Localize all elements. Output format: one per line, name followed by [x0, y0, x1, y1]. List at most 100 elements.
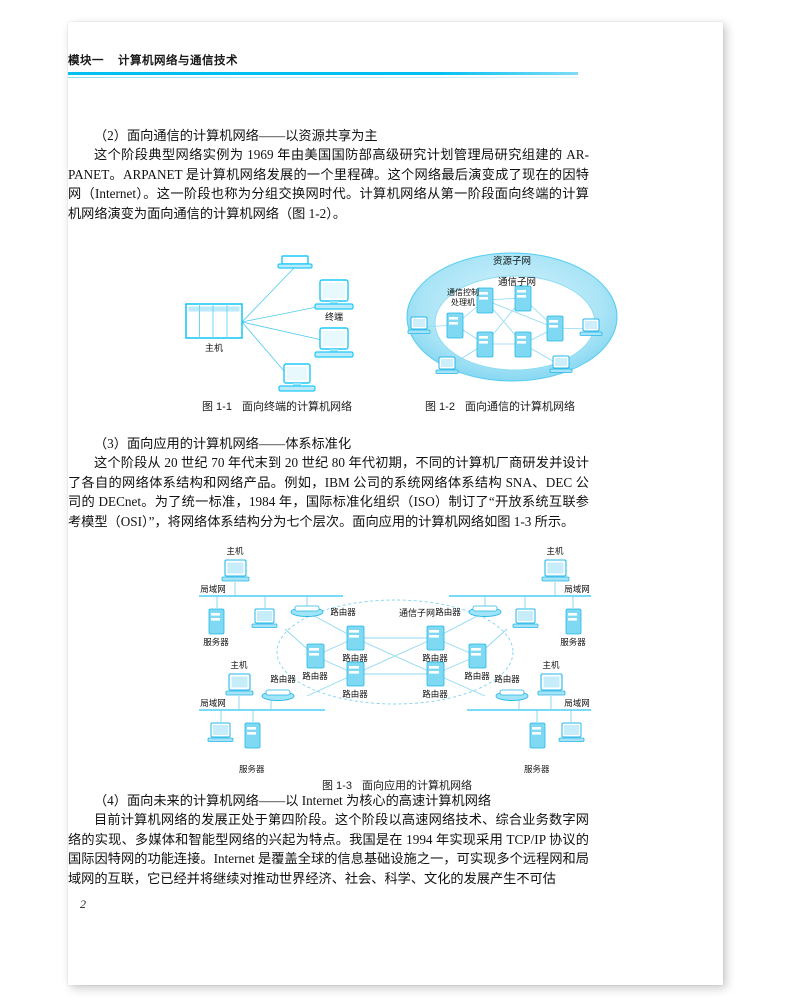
server-label: 服务器 [203, 637, 229, 647]
router-label: 路由器 [302, 671, 328, 681]
router-icon [261, 689, 295, 701]
server-label-bottom-right: 服务器 [524, 764, 550, 774]
host-terminal-icon [435, 356, 459, 374]
fig1-1-links [241, 267, 323, 379]
pc-icon [251, 608, 278, 628]
host-icon [185, 303, 243, 339]
router-icon [495, 689, 529, 701]
pc-icon [207, 722, 234, 742]
host-label: 主机 [205, 342, 223, 353]
section-4-heading: （4）面向未来的计算机网络——以 Internet 为核心的高速计算机网络 [94, 793, 492, 808]
page-number: 2 [80, 897, 86, 911]
section-2-body: 这个阶段典型网络实例为 1969 年由美国国防部高级研究计划管理局研究组建的 A… [68, 147, 589, 221]
core-router-icon [426, 661, 445, 687]
caption-1-3-number: 图 1-3 [322, 780, 352, 792]
host-icon [541, 559, 570, 582]
server-icon [565, 608, 582, 635]
terminal-icon [278, 363, 316, 392]
server-icon [529, 722, 546, 749]
processor-icon [476, 331, 494, 358]
host-label: 主机 [546, 546, 564, 556]
terminal-icon [277, 255, 313, 269]
server-label: 服务器 [560, 637, 586, 647]
host-icon [225, 673, 254, 696]
header-rule-secondary [68, 76, 578, 78]
router-label: 路由器 [494, 674, 520, 684]
server-label-bottom-left: 服务器 [239, 764, 265, 774]
caption-figure-1-1: 图 1-1 面向终端的计算机网络 [202, 398, 352, 414]
router-label: 路由器 [422, 653, 448, 663]
communication-subnet-label: 通信子网 [498, 276, 536, 288]
core-router-icon [426, 625, 445, 651]
section-4: （4）面向未来的计算机网络——以 Internet 为核心的高速计算机网络 目前… [68, 791, 589, 888]
router-label: 路由器 [330, 607, 356, 617]
subnet-label: 通信子网 [399, 607, 435, 618]
header-title: 计算机网络与通信技术 [118, 55, 238, 67]
host-terminal-icon [549, 355, 573, 373]
lan-label: 局域网 [564, 584, 590, 594]
processor-icon [446, 312, 464, 339]
processor-icon [514, 285, 532, 312]
router-label: 路由器 [422, 689, 448, 699]
processor-label-line2: 处理机 [451, 297, 475, 307]
core-router-icon [306, 643, 325, 669]
lan-label: 局域网 [200, 584, 226, 594]
lan-label: 局域网 [200, 698, 226, 708]
figure-1-2: 资源子网 通信子网 [405, 243, 620, 395]
pc-icon [558, 722, 585, 742]
host-icon [221, 559, 250, 582]
figure-1-3: 通信子网 [195, 534, 595, 749]
lan-bottom-right: 局域网 主机 路由器 [467, 660, 591, 749]
router-icon [468, 605, 502, 617]
server-icon [208, 608, 225, 635]
server-icon [244, 722, 261, 749]
section-3: （3）面向应用的计算机网络——体系标准化 这个阶段从 20 世纪 70 年代末到… [68, 434, 589, 531]
caption-1-1-text: 面向终端的计算机网络 [241, 401, 352, 413]
lan-top-right: 局域网 主机 服务器 [435, 546, 591, 647]
section-2: （2）面向通信的计算机网络——以资源共享为主 这个阶段典型网络实例为 1969 … [68, 126, 589, 223]
processor-icon [546, 315, 564, 342]
section-4-body: 目前计算机网络的发展正处于第四阶段。这个阶段以高速网络技术、综合业务数字网络的实… [68, 812, 589, 886]
section-2-heading: （2）面向通信的计算机网络——以资源共享为主 [94, 128, 378, 143]
core-router-icon [346, 661, 365, 687]
host-terminal-icon [579, 318, 603, 336]
router-label: 路由器 [435, 607, 461, 617]
caption-1-3-text: 面向应用的计算机网络 [361, 780, 472, 792]
host-label: 主机 [226, 546, 244, 556]
resource-subnet-label: 资源子网 [493, 256, 531, 267]
router-label: 路由器 [270, 674, 296, 684]
caption-1-1-number: 图 1-1 [202, 401, 232, 413]
host-terminal-icon [407, 316, 431, 334]
host-icon [537, 673, 566, 696]
router-label: 路由器 [342, 689, 368, 699]
core-router-icon [346, 625, 365, 651]
processor-icon [514, 331, 532, 358]
lan-top-left: 局域网 主机 [199, 546, 356, 647]
core-router-icon [468, 643, 487, 669]
router-label: 路由器 [464, 671, 490, 681]
terminal-icon [314, 279, 354, 310]
lan-label: 局域网 [564, 698, 590, 708]
lan-bottom-left: 局域网 主机 路由器 [199, 660, 325, 749]
terminal-label: 终端 [325, 311, 343, 322]
pc-icon [512, 608, 539, 628]
caption-figure-1-3: 图 1-3 面向应用的计算机网络 [322, 777, 472, 793]
processor-label-line1: 通信控制 [447, 287, 479, 297]
section-3-heading: （3）面向应用的计算机网络——体系标准化 [94, 436, 352, 451]
header-rule-primary [68, 72, 578, 75]
header-module: 模块一 [68, 55, 104, 67]
communication-subnet-ellipse [276, 599, 514, 705]
host-label: 主机 [542, 660, 560, 670]
host-label: 主机 [230, 660, 248, 670]
running-header: 模块一 计算机网络与通信技术 [68, 52, 578, 78]
router-label: 路由器 [342, 653, 368, 663]
router-icon [290, 605, 324, 617]
terminal-icon [314, 327, 354, 358]
processor-icon [476, 287, 494, 314]
caption-1-2-number: 图 1-2 [425, 401, 455, 413]
document-page [68, 22, 723, 985]
section-3-body: 这个阶段从 20 世纪 70 年代末到 20 世纪 80 年代初期，不同的计算机… [68, 455, 589, 529]
header-text: 模块一 计算机网络与通信技术 [68, 52, 578, 68]
